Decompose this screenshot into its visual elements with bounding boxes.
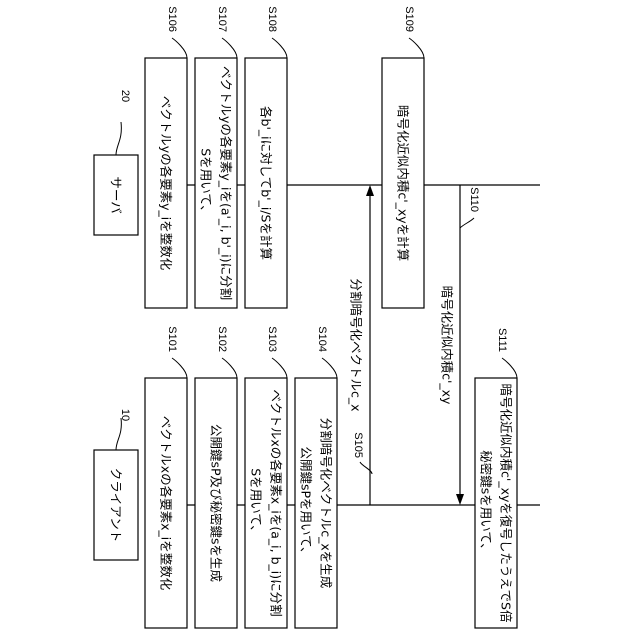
message-S110-label: 暗号化近似内積c'_xy [440,286,455,405]
svg-text:ベクトルxの各要素x_iを(a_i, b_i)に分割: ベクトルxの各要素x_iを(a_i, b_i)に分割 [269,389,284,616]
message-S110-id: S110 [468,187,480,212]
client-label: クライアント [109,468,124,543]
svg-text:Sを用いて、: Sを用いて、 [199,148,214,217]
step-S107: Sを用いて、 ベクトルyの各要素y_iを(a'_i, b'_i)に分割 S107 [195,6,237,308]
svg-text:S108: S108 [266,6,278,32]
svg-text:ベクトルyの各要素y_iを(a'_i, b'_i)に分割: ベクトルyの各要素y_iを(a'_i, b'_i)に分割 [219,66,234,300]
message-S110: 暗号化近似内積c'_xy S110 [440,185,481,505]
step-S101: ベクトルxの各要素x_iを整数化 S101 [145,326,187,628]
svg-text:S101: S101 [166,326,178,352]
message-S105-label: 分割暗号化ベクトルc_x [349,278,364,411]
server-label: サーバ [109,176,124,213]
svg-text:S111: S111 [496,328,508,352]
svg-text:S104: S104 [316,326,328,352]
step-S108: 各b'_iに対してb'_i/Sを計算 S108 [245,6,287,308]
svg-text:秘密鍵sを用いて、: 秘密鍵sを用いて、 [479,450,494,556]
server-ref-number: 20 [119,90,131,102]
client-ref-number: 10 [119,409,131,421]
svg-text:公開鍵sP及び秘密鍵sを生成: 公開鍵sP及び秘密鍵sを生成 [209,424,224,582]
message-S105: 分割暗号化ベクトルc_x S105 [349,185,375,505]
svg-text:各b'_iに対してb'_i/Sを計算: 各b'_iに対してb'_i/Sを計算 [259,106,274,260]
svg-text:S103: S103 [266,326,278,352]
svg-text:ベクトルxの各要素x_iを整数化: ベクトルxの各要素x_iを整数化 [159,416,174,591]
step-S111: 秘密鍵sを用いて、 暗号化近似内積c'_xyを復号したうえでS倍 S111 [475,328,517,628]
svg-text:暗号化近似内積c'_xyを計算: 暗号化近似内積c'_xyを計算 [396,105,411,261]
svg-text:分割暗号化ベクトルc_xを生成: 分割暗号化ベクトルc_xを生成 [319,418,334,589]
arrowhead-up [366,185,374,196]
message-S105-id: S105 [352,432,364,458]
svg-text:S109: S109 [403,6,415,32]
step-S109: 暗号化近似内積c'_xyを計算 S109 [382,6,424,308]
svg-text:S102: S102 [216,326,228,352]
svg-text:S107: S107 [216,6,228,32]
step-S104: 公開鍵sPを用いて、 分割暗号化ベクトルc_xを生成 S104 [295,326,337,628]
svg-text:S106: S106 [166,6,178,32]
svg-text:ベクトルyの各要素y_iを整数化: ベクトルyの各要素y_iを整数化 [159,96,174,271]
step-S103: Sを用いて、 ベクトルxの各要素x_iを(a_i, b_i)に分割 S103 [245,326,287,628]
svg-text:Sを用いて、: Sを用いて、 [249,468,264,537]
step-S106: ベクトルyの各要素y_iを整数化 S106 [145,6,187,308]
arrowhead-down [456,494,464,505]
client-ref-leader [116,418,121,450]
svg-text:暗号化近似内積c'_xyを復号したうえでS倍: 暗号化近似内積c'_xyを復号したうえでS倍 [499,384,514,623]
svg-text:公開鍵sPを用いて、: 公開鍵sPを用いて、 [299,446,314,559]
server-ref-leader [116,122,121,155]
step-S102: 公開鍵sP及び秘密鍵sを生成 S102 [195,326,237,628]
